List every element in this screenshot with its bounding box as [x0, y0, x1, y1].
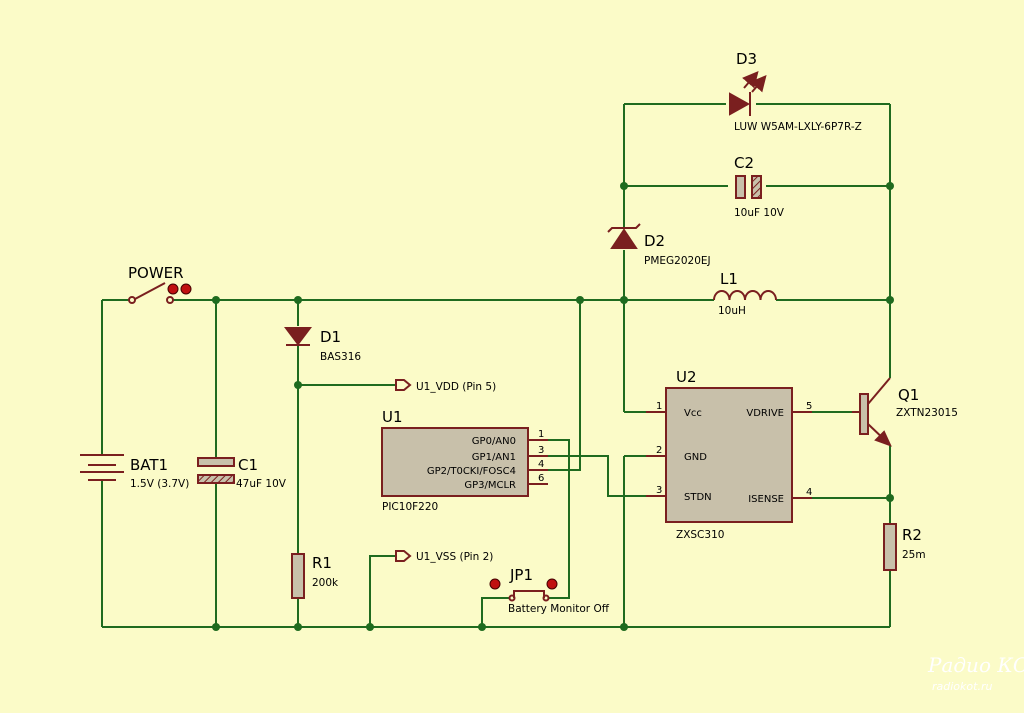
- c2-value: 10uF 10V: [734, 207, 785, 219]
- u2-pin-num: 5: [806, 401, 812, 412]
- u2-ref: U2: [676, 368, 697, 386]
- u1-pin-num: 1: [538, 429, 544, 440]
- u1-pin-name: GP3/MCLR: [464, 480, 516, 491]
- l1-ref: L1: [720, 270, 738, 288]
- ic-u2: Vcc GND STDN VDRIVE ISENSE 1 2 3 5 4 U2 …: [646, 368, 812, 541]
- jumper-toggle-icon[interactable]: [489, 578, 501, 590]
- diode-d2: D2 PMEG2020EJ: [607, 223, 711, 267]
- d1-ref: D1: [320, 328, 341, 346]
- u2-pin-num: 2: [656, 445, 662, 456]
- u1-pin-num: 4: [538, 459, 544, 470]
- bat1-value: 1.5V (3.7V): [130, 478, 189, 490]
- inductor-l1: L1 10uH: [713, 270, 777, 317]
- d3-ref: D3: [736, 50, 757, 68]
- power-switch[interactable]: POWER: [128, 264, 192, 304]
- d2-ref: D2: [644, 232, 665, 250]
- u1-pin-num: 3: [538, 445, 544, 456]
- u2-pin-name: VDRIVE: [746, 408, 784, 419]
- c1-ref: C1: [238, 456, 258, 474]
- r1-value: 200k: [312, 577, 339, 589]
- net-label-vdd: U1_VDD (Pin 5): [395, 379, 496, 393]
- resistor-r2: R2 25m: [883, 523, 926, 571]
- u1-pin-name: GP1/AN1: [472, 452, 516, 463]
- c2-ref: C2: [734, 154, 754, 172]
- u2-pin-num: 4: [806, 487, 812, 498]
- c1-value: 47uF 10V: [236, 478, 287, 490]
- junctions: [212, 182, 894, 631]
- jp1-value: Battery Monitor Off: [508, 603, 610, 615]
- q1-value: ZXTN23015: [896, 407, 958, 419]
- jumper-jp1[interactable]: JP1 Battery Monitor Off: [489, 566, 610, 615]
- vss-label: U1_VSS (Pin 2): [416, 551, 493, 563]
- u2-pin-name: GND: [684, 452, 707, 463]
- resistor-r1: R1 200k: [291, 553, 339, 599]
- u2-pin-num: 1: [656, 401, 662, 412]
- u2-pin-name: ISENSE: [748, 494, 784, 505]
- u1-pin-num: 6: [538, 473, 544, 484]
- wires: [101, 103, 891, 628]
- d1-value: BAS316: [320, 351, 361, 363]
- watermark-logo: Радио КОТ: [927, 653, 1024, 677]
- diode-d1: D1 BAS316: [284, 327, 361, 363]
- net-label-vss: U1_VSS (Pin 2): [395, 550, 493, 563]
- led-d3: D3 LUW W5AM-LXLY-6P7R-Z: [729, 50, 862, 133]
- u2-pin-name: STDN: [684, 492, 712, 503]
- jp1-ref: JP1: [509, 566, 533, 584]
- bat1-ref: BAT1: [130, 456, 168, 474]
- watermark: Радио КОТ radiokot.ru: [927, 653, 1024, 693]
- jumper-toggle-icon[interactable]: [546, 578, 558, 590]
- u2-value: ZXSC310: [676, 529, 724, 541]
- d3-value: LUW W5AM-LXLY-6P7R-Z: [734, 121, 862, 133]
- switch-toggle-icon[interactable]: [167, 283, 179, 295]
- capacitor-c2: C2 10uF 10V: [734, 154, 785, 219]
- q1-ref: Q1: [898, 386, 919, 404]
- r2-value: 25m: [902, 549, 926, 561]
- u1-value: PIC10F220: [382, 501, 438, 513]
- u1-pin-name: GP2/T0CKI/FOSC4: [427, 466, 516, 477]
- battery-bat1: BAT1 1.5V (3.7V): [80, 454, 189, 490]
- l1-value: 10uH: [718, 305, 746, 317]
- vdd-label: U1_VDD (Pin 5): [416, 381, 496, 393]
- u2-pin-num: 3: [656, 485, 662, 496]
- ic-u1: GP0/AN0 GP1/AN1 GP2/T0CKI/FOSC4 GP3/MCLR…: [381, 408, 548, 513]
- u2-pin-name: Vcc: [684, 408, 702, 419]
- switch-toggle-icon[interactable]: [180, 283, 192, 295]
- transistor-q1: Q1 ZXTN23015: [852, 377, 958, 447]
- capacitor-c1: C1 47uF 10V: [197, 456, 287, 490]
- u1-ref: U1: [382, 408, 403, 426]
- power-switch-ref: POWER: [128, 264, 184, 282]
- watermark-url: radiokot.ru: [932, 680, 992, 693]
- u1-pin-name: GP0/AN0: [472, 436, 516, 447]
- r1-ref: R1: [312, 554, 332, 572]
- d2-value: PMEG2020EJ: [644, 255, 711, 267]
- r2-ref: R2: [902, 526, 922, 544]
